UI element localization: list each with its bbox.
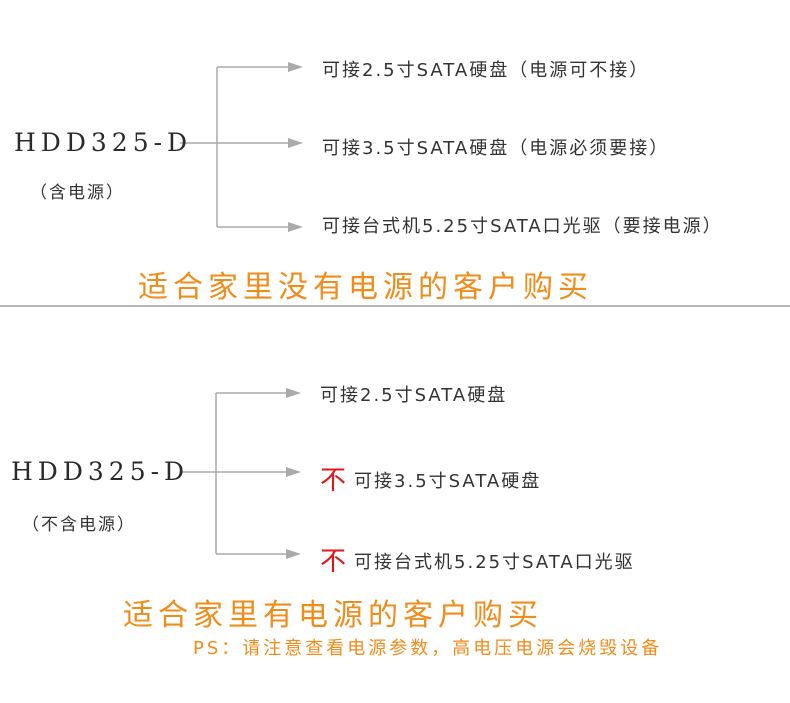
arrow-icon <box>288 138 303 148</box>
arrow-icon <box>288 222 303 232</box>
arrow-icon <box>286 388 301 398</box>
not-mark: 不 <box>320 466 349 496</box>
option-item: 可接3.5寸SATA硬盘（电源必须要接） <box>322 138 670 159</box>
arrow-icon <box>288 62 303 72</box>
power-note: （不含电源） <box>22 515 136 535</box>
option-item: 可接2.5寸SATA硬盘 <box>320 381 507 407</box>
option-text: 可接2.5寸SATA硬盘 <box>320 385 508 406</box>
arrow-icon <box>286 549 301 559</box>
option-text: 可接台式机5.25寸SATA口光驱 <box>354 552 635 573</box>
not-mark: 不 <box>320 547 349 577</box>
ps-note: PS：请注意查看电源参数，高电压电源会烧毁设备 <box>193 638 663 659</box>
option-item: 不可接3.5寸SATA硬盘 <box>320 460 541 497</box>
power-note: （含电源） <box>30 183 125 203</box>
model-name: HDD325-D <box>11 457 190 486</box>
arrow-icon <box>286 467 301 477</box>
option-text: 可接3.5寸SATA硬盘 <box>354 471 542 492</box>
slogan: 适合家里有电源的客户购买 <box>123 598 543 633</box>
section-divider <box>0 305 790 307</box>
model-name: HDD325-D <box>14 128 193 157</box>
slogan: 适合家里没有电源的客户购买 <box>138 270 593 305</box>
option-item: 可接台式机5.25寸SATA口光驱（要接电源） <box>322 216 723 237</box>
option-item: 可接2.5寸SATA硬盘（电源可不接） <box>322 60 650 81</box>
option-item: 不可接台式机5.25寸SATA口光驱 <box>320 541 635 578</box>
